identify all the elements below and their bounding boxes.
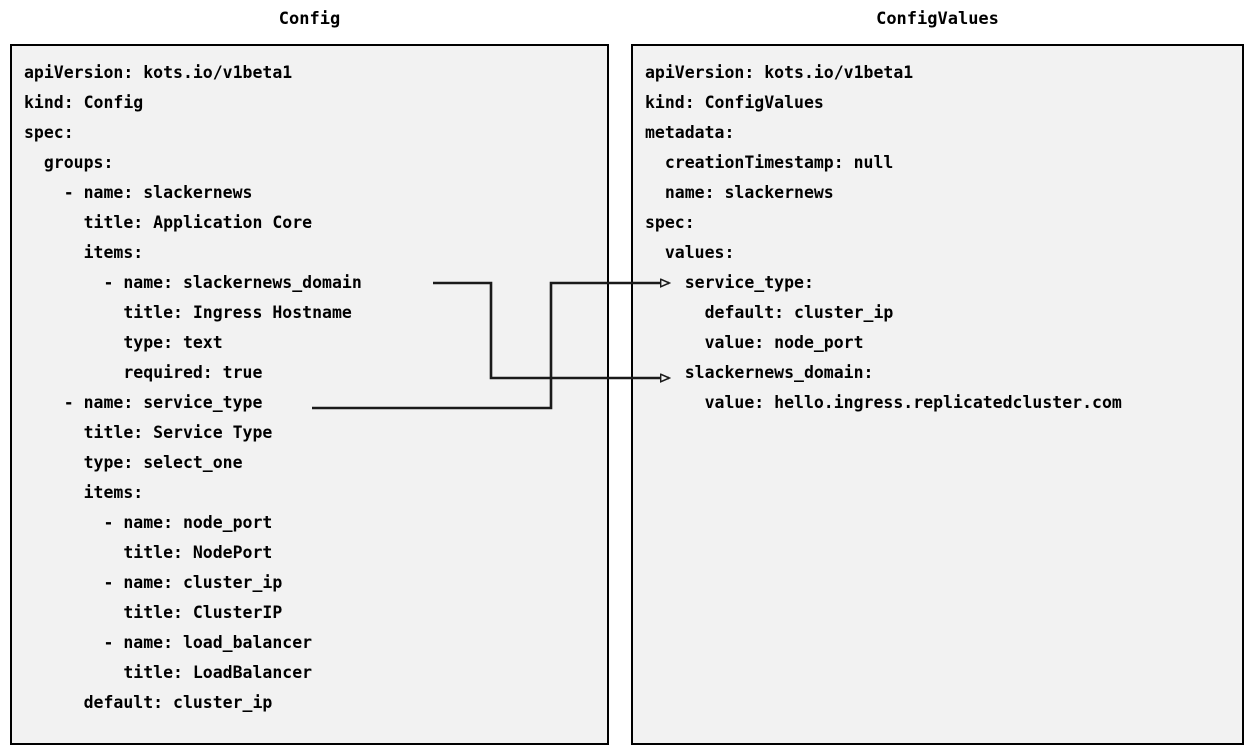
config-yaml-line-4: - name: slackernews — [24, 183, 253, 202]
config-yaml-line-8: title: Ingress Hostname — [24, 303, 352, 322]
config-yaml-block: apiVersion: kots.io/v1beta1 kind: Config s… — [12, 58, 607, 718]
config-yaml-line-10: required: true — [24, 363, 263, 382]
configvalues-yaml-line-0: apiVersion: kots.io/v1beta1 — [645, 63, 914, 82]
configvalues-yaml-line-6: values: — [645, 243, 735, 262]
config-yaml-line-5: title: Application Core — [24, 213, 313, 232]
config-yaml-line-2: spec: — [24, 123, 74, 142]
config-yaml-line-0: apiVersion: kots.io/v1beta1 — [24, 63, 293, 82]
config-yaml-line-7: - name: slackernews_domain — [24, 273, 362, 292]
config-panel-title: Config — [278, 9, 341, 29]
config-yaml-line-15: - name: node_port — [24, 513, 273, 532]
configvalues-yaml-line-9: value: node_port — [645, 333, 864, 352]
config-yaml-line-3: groups: — [24, 153, 114, 172]
configvalues-yaml-line-10: slackernews_domain: — [645, 363, 874, 382]
config-yaml-line-17: - name: cluster_ip — [24, 573, 283, 592]
configvalues-yaml-line-3: creationTimestamp: null — [645, 153, 894, 172]
configvalues-panel-title: ConfigValues — [876, 9, 999, 29]
config-yaml-line-1: kind: Config — [24, 93, 144, 112]
config-panel: apiVersion: kots.io/v1beta1 kind: Config s… — [10, 44, 609, 745]
configvalues-yaml-line-2: metadata: — [645, 123, 735, 142]
configvalues-yaml-block: apiVersion: kots.io/v1beta1 kind: ConfigV… — [633, 58, 1242, 418]
config-yaml-line-19: - name: load_balancer — [24, 633, 313, 652]
config-yaml-line-11: - name: service_type — [24, 393, 263, 412]
configvalues-yaml-line-11: value: hello.ingress.replicatedcluster.c… — [645, 393, 1122, 412]
configvalues-yaml-line-5: spec: — [645, 213, 695, 232]
config-yaml-line-21: default: cluster_ip — [24, 693, 273, 712]
config-yaml-line-14: items: — [24, 483, 144, 502]
config-yaml-line-20: title: LoadBalancer — [24, 663, 313, 682]
configvalues-panel: apiVersion: kots.io/v1beta1 kind: ConfigV… — [631, 44, 1244, 745]
configvalues-yaml-line-1: kind: ConfigValues — [645, 93, 824, 112]
config-yaml-line-13: type: select_one — [24, 453, 243, 472]
config-yaml-line-9: type: text — [24, 333, 223, 352]
config-yaml-line-6: items: — [24, 243, 144, 262]
configvalues-yaml-line-8: default: cluster_ip — [645, 303, 894, 322]
config-yaml-line-18: title: ClusterIP — [24, 603, 283, 622]
config-yaml-line-12: title: Service Type — [24, 423, 273, 442]
configvalues-yaml-line-7: service_type: — [645, 273, 814, 292]
config-yaml-line-16: title: NodePort — [24, 543, 273, 562]
configvalues-yaml-line-4: name: slackernews — [645, 183, 834, 202]
